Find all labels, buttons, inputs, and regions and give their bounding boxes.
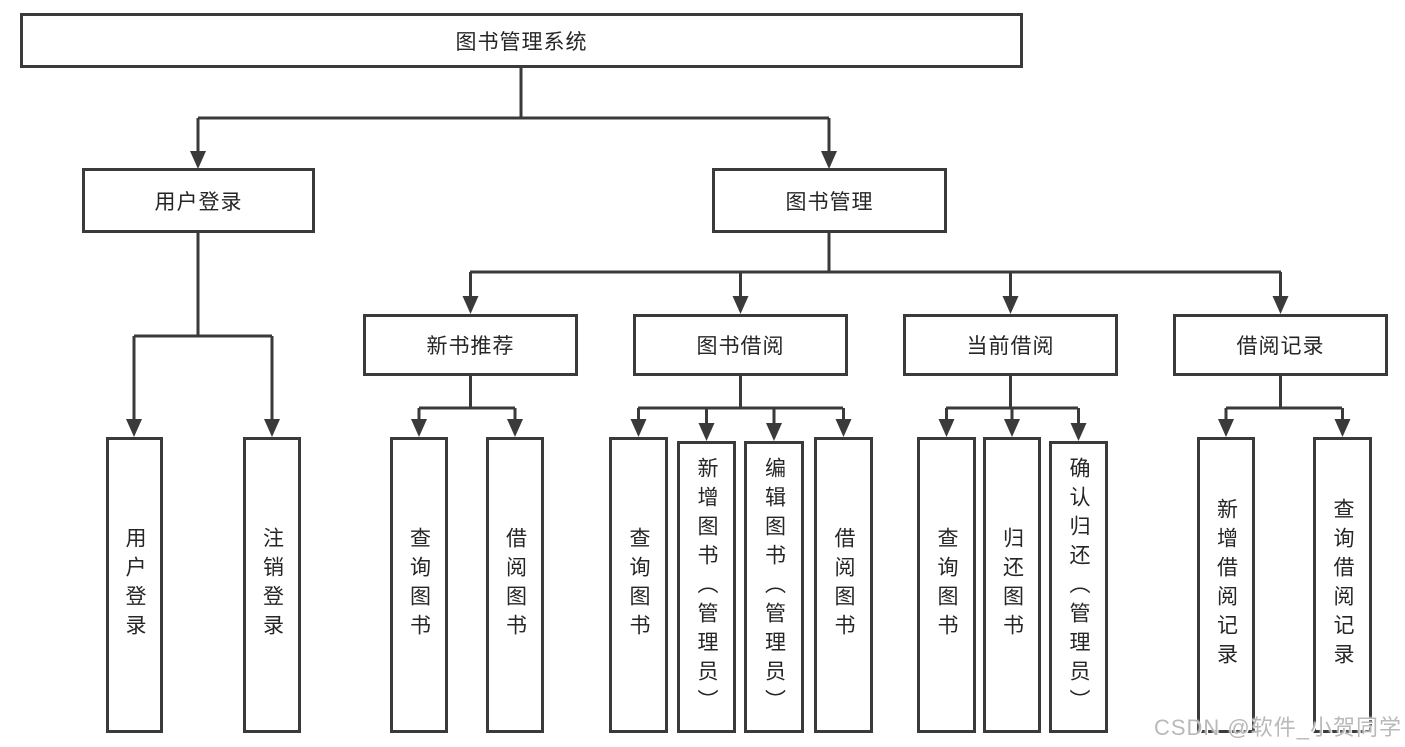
leaf-query-books-borrowing-label: 查询图书 xyxy=(627,527,650,643)
node-root: 图书管理系统 xyxy=(20,13,1023,68)
leaf-add-borrow-record: 新增借阅记录 xyxy=(1197,437,1255,733)
node-new-book-recommendation: 新书推荐 xyxy=(363,314,578,376)
leaf-confirm-return-admin: 确认归还（管理员） xyxy=(1049,441,1108,733)
leaf-borrow-books-borrowing: 借阅图书 xyxy=(814,437,873,733)
leaf-return-books: 归还图书 xyxy=(983,437,1041,733)
leaf-return-books-label: 归还图书 xyxy=(1000,527,1024,643)
leaf-query-books-current: 查询图书 xyxy=(917,437,976,733)
node-book-borrowing: 图书借阅 xyxy=(633,314,848,376)
leaf-query-books-current-label: 查询图书 xyxy=(935,527,958,643)
leaf-logout: 注销登录 xyxy=(243,437,301,733)
node-current-borrowing: 当前借阅 xyxy=(903,314,1118,376)
leaf-confirm-return-admin-label: 确认归还（管理员） xyxy=(1067,456,1090,718)
leaf-user-login: 用户登录 xyxy=(106,437,163,733)
node-user-login: 用户登录 xyxy=(82,168,315,233)
leaf-logout-label: 注销登录 xyxy=(260,527,284,643)
leaf-user-login-label: 用户登录 xyxy=(123,527,146,643)
leaf-query-borrow-record: 查询借阅记录 xyxy=(1313,437,1372,733)
leaf-query-books-recommend-label: 查询图书 xyxy=(407,527,431,643)
node-borrowing-records: 借阅记录 xyxy=(1173,314,1388,376)
leaf-query-borrow-record-label: 查询借阅记录 xyxy=(1331,498,1354,672)
leaf-add-borrow-record-label: 新增借阅记录 xyxy=(1214,498,1238,672)
leaf-add-books-admin: 新增图书（管理员） xyxy=(677,441,736,733)
leaf-query-books-recommend: 查询图书 xyxy=(390,437,448,733)
node-book-management: 图书管理 xyxy=(712,168,947,233)
leaf-edit-books-admin: 编辑图书（管理员） xyxy=(744,441,804,733)
leaf-add-books-admin-label: 新增图书（管理员） xyxy=(695,456,718,718)
leaf-borrow-books-recommend: 借阅图书 xyxy=(486,437,544,733)
leaf-borrow-books-recommend-label: 借阅图书 xyxy=(503,527,527,643)
watermark: CSDN @软件_小贺同学 xyxy=(1153,715,1402,740)
leaf-edit-books-admin-label: 编辑图书（管理员） xyxy=(762,456,786,718)
leaf-query-books-borrowing: 查询图书 xyxy=(609,437,668,733)
leaf-borrow-books-borrowing-label: 借阅图书 xyxy=(832,527,855,643)
